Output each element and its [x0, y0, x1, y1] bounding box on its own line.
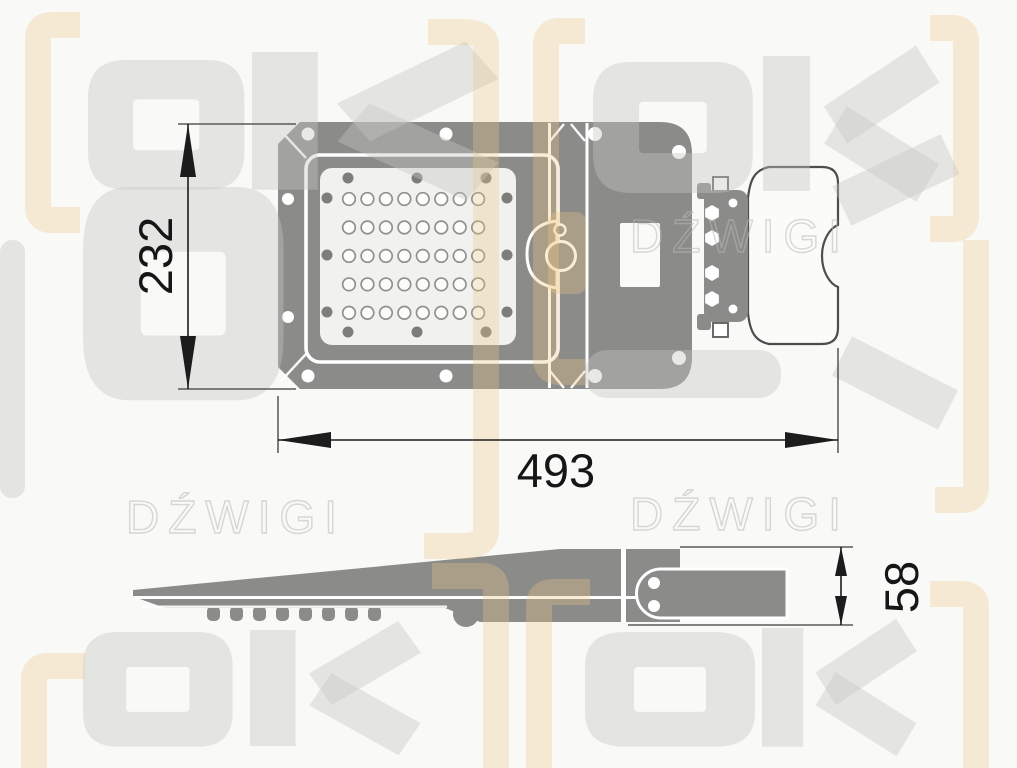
watermark-letter-o — [83, 187, 284, 401]
dimension-length-493: 493 — [277, 348, 839, 497]
watermark-subtitle: DŹWIGI — [630, 488, 850, 540]
led-lens — [378, 220, 394, 235]
led-lens — [471, 248, 486, 264]
led-lens — [434, 277, 449, 292]
lower-body — [140, 599, 622, 622]
watermark-letter-k — [250, 630, 410, 746]
watermark-subtitle: DŹWIGI — [126, 491, 346, 543]
led-lens — [434, 305, 449, 320]
led-lens — [360, 305, 375, 320]
led-lens — [397, 277, 412, 292]
dimension-height-232: 232 — [129, 123, 296, 390]
watermark-fragment — [548, 212, 586, 294]
bracket-hole — [728, 304, 738, 314]
watermark-letter-o — [88, 60, 245, 190]
watermark-letter-o — [585, 632, 755, 747]
dimension-value: 58 — [875, 561, 928, 613]
arm-hole — [648, 577, 660, 589]
watermark-subtitle: DŹWIGI — [630, 210, 850, 262]
dimension-value: 493 — [517, 444, 595, 497]
dimension-height-58: 58 — [628, 546, 928, 626]
watermark-bracket-icon — [424, 19, 499, 559]
led-lens — [397, 305, 412, 320]
led-lens — [434, 191, 449, 207]
mounting-arm — [635, 567, 789, 620]
wedge-heatsink — [133, 549, 622, 596]
light-sensor — [525, 219, 577, 290]
led-lens — [397, 248, 412, 264]
lens-bumps — [207, 606, 381, 621]
led-lens — [452, 248, 467, 264]
watermark-letter-o — [83, 632, 233, 747]
led-lens — [415, 191, 430, 207]
led-lens — [360, 277, 375, 292]
pole-adapter — [746, 165, 840, 346]
led-lens — [378, 277, 394, 292]
watermark-bracket-icon — [935, 240, 989, 513]
watermark-bracket-icon — [25, 12, 80, 233]
led-lens — [471, 220, 486, 235]
led-lens — [341, 248, 357, 264]
led-lens — [471, 305, 486, 320]
driver-window — [620, 223, 660, 287]
led-lens — [452, 277, 467, 292]
top-view — [278, 122, 840, 389]
led-lens — [341, 191, 357, 207]
led-lens — [341, 220, 357, 235]
led-lens — [341, 277, 357, 292]
led-lens — [471, 277, 486, 292]
led-lens — [415, 277, 430, 292]
parting-line-2 — [142, 605, 447, 608]
dimension-value: 232 — [129, 217, 182, 295]
watermark-bracket-icon — [533, 18, 585, 385]
split-line-right — [585, 123, 589, 388]
watermark-letter-k — [762, 628, 906, 747]
led-lens — [452, 305, 467, 320]
bracket-tab-bottom — [712, 322, 729, 338]
led-lens — [452, 220, 467, 235]
led-lens — [434, 248, 449, 264]
parting-line — [135, 596, 680, 599]
led-lens — [471, 191, 486, 207]
sensor-side — [453, 601, 479, 627]
watermark-letter-k — [832, 134, 960, 430]
led-lens — [378, 305, 394, 320]
led-lens — [341, 305, 357, 320]
led-lens — [397, 220, 412, 235]
watermark-bracket-icon — [930, 581, 989, 768]
led-lens — [378, 191, 394, 207]
led-lens — [415, 248, 430, 264]
led-lens — [360, 248, 375, 264]
arm-hole — [648, 600, 660, 612]
watermark-bracket-icon — [526, 579, 590, 768]
bracket-hole — [728, 198, 738, 208]
led-lens — [360, 220, 375, 235]
side-view — [133, 549, 789, 627]
led-lens — [415, 305, 430, 320]
watermark-bracket-icon — [930, 15, 979, 242]
rear-split-line — [621, 549, 626, 622]
watermark-fragment — [585, 350, 781, 398]
bracket-plate — [704, 190, 748, 322]
led-lens — [434, 220, 449, 235]
led-grid — [341, 191, 486, 320]
watermark-layer: DŹWIGI DŹWIGI DŹWIGI — [0, 12, 989, 768]
led-lens — [360, 191, 375, 207]
panel-screws — [321, 172, 513, 338]
led-lens — [397, 191, 412, 207]
watermark-bracket-icon — [432, 563, 509, 768]
led-lens — [378, 248, 394, 264]
watermark-fragment — [0, 240, 25, 498]
watermark-bracket-icon — [21, 653, 85, 768]
led-lens — [415, 220, 430, 235]
